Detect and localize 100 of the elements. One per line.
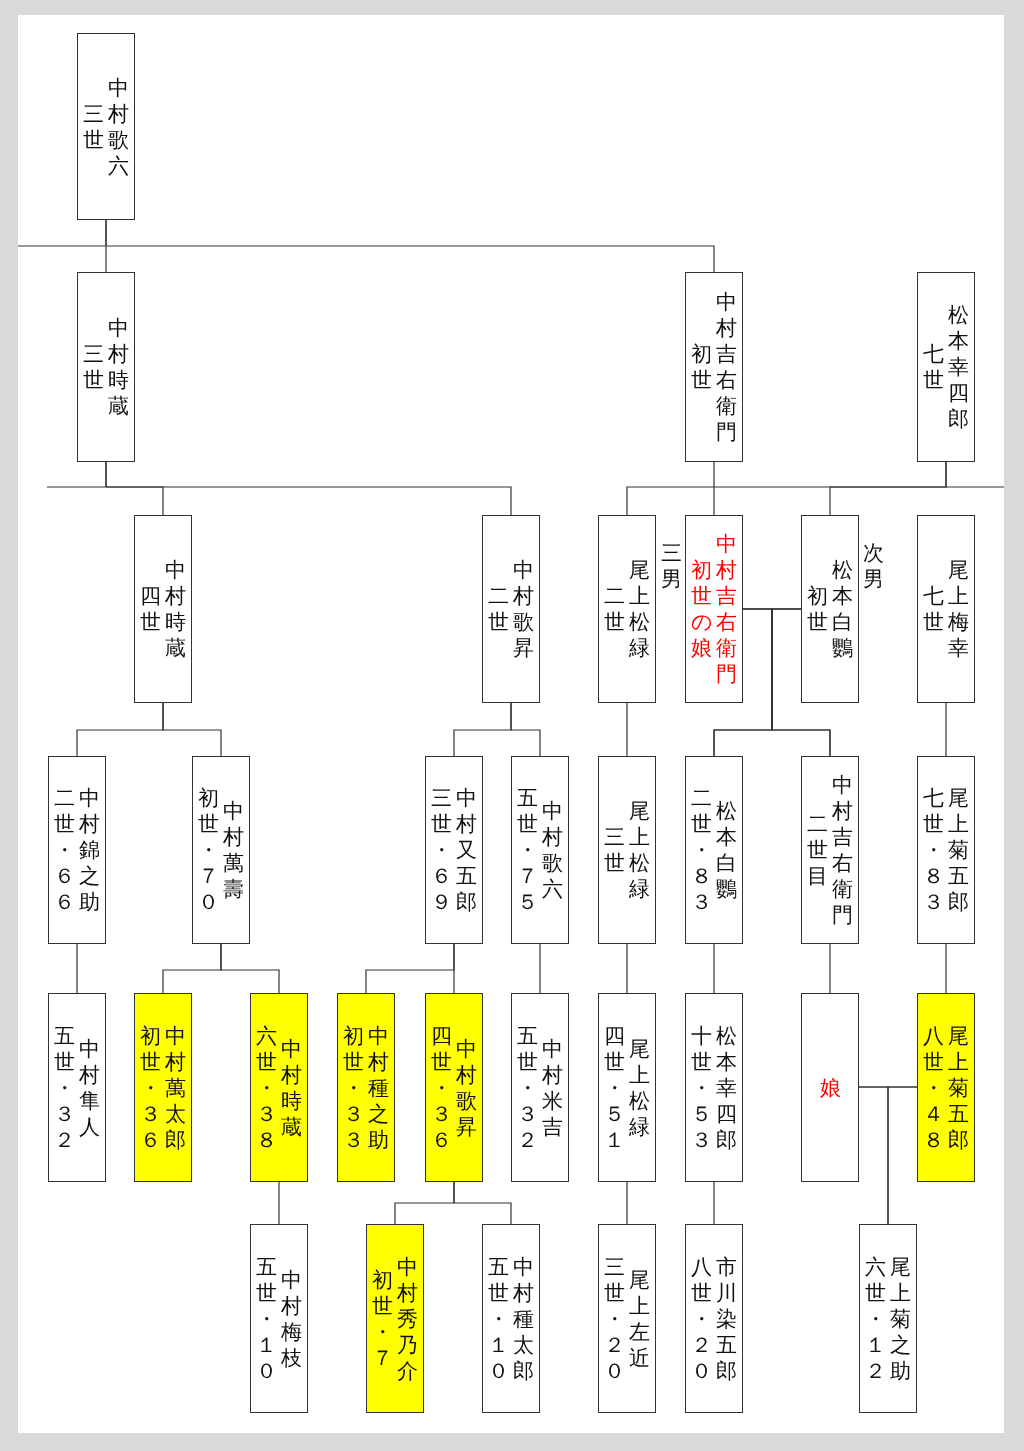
actor-name: 中村錦之助 xyxy=(78,785,101,915)
generation-label: 十世・５３ xyxy=(690,1022,713,1153)
generation-label: 六世・１２ xyxy=(864,1253,887,1384)
generation-label: 四世・３６ xyxy=(430,1022,453,1153)
generation-label: 初世・３６ xyxy=(139,1022,162,1153)
family-line xyxy=(713,943,715,994)
actor-name: 中村時蔵 xyxy=(280,1035,303,1140)
person-box xyxy=(685,515,743,703)
family-line xyxy=(626,943,628,994)
person-box xyxy=(801,993,859,1182)
generation-label: 五世・１０ xyxy=(487,1253,510,1384)
person-box xyxy=(425,993,483,1182)
generation-label: 初世 xyxy=(690,341,713,393)
actor-name: 中村吉右衛門 xyxy=(715,289,738,445)
family-line xyxy=(76,943,78,994)
person-box xyxy=(482,515,540,703)
generation-label: 七世 xyxy=(922,341,945,393)
actor-name: 中村隼人 xyxy=(78,1035,101,1140)
person-box xyxy=(917,993,975,1182)
person-box xyxy=(917,272,975,462)
person-box xyxy=(250,1224,308,1413)
actor-name: 中村時蔵 xyxy=(107,315,130,419)
generation-label: 三世 xyxy=(82,341,105,393)
person-box xyxy=(598,993,656,1182)
actor-name: 中村萬壽 xyxy=(222,798,245,902)
actor-name: 中村又五郎 xyxy=(455,785,478,915)
family-line xyxy=(626,1181,628,1225)
generation-label: 二世・６６ xyxy=(53,785,76,915)
generation-label: 八世・４８ xyxy=(922,1022,945,1153)
family-line xyxy=(105,219,715,273)
generation-label: 初世の娘 xyxy=(690,557,713,661)
actor-name: 中村種之助 xyxy=(367,1022,390,1153)
actor-name: 中村吉右衛門 xyxy=(715,531,738,687)
person-label: 娘 xyxy=(819,1074,841,1101)
generation-label: 五世・１０ xyxy=(255,1253,278,1384)
person-box xyxy=(598,1224,656,1413)
actor-name: 中村米吉 xyxy=(541,1035,564,1140)
family-line xyxy=(771,608,831,757)
actor-name: 中村歌昇 xyxy=(512,557,535,661)
family-line xyxy=(887,1086,918,1225)
person-box xyxy=(511,993,569,1182)
actor-name: 尾上菊五郎 xyxy=(947,1022,970,1153)
generation-label: 初世 xyxy=(806,583,829,635)
generation-label: 初世・３３ xyxy=(342,1022,365,1153)
generation-label: 六世・３８ xyxy=(255,1022,278,1153)
actor-name: 尾上菊之助 xyxy=(889,1253,912,1384)
person-box xyxy=(250,993,308,1182)
person-box xyxy=(134,515,192,703)
person-box xyxy=(366,1224,424,1413)
family-line xyxy=(626,702,628,757)
family-line xyxy=(713,461,715,516)
actor-name: 松本幸四郎 xyxy=(715,1022,738,1153)
actor-name: 中村吉右衛門 xyxy=(831,772,854,928)
actor-name: 中村時蔵 xyxy=(164,557,187,661)
relation-label: 三男 xyxy=(660,540,682,592)
person-box xyxy=(77,272,135,462)
person-box xyxy=(337,993,395,1182)
actor-name: 中村秀乃介 xyxy=(396,1253,419,1384)
actor-name: 松本幸四郎 xyxy=(947,302,970,432)
actor-name: 中村梅枝 xyxy=(280,1266,303,1371)
family-line xyxy=(278,1181,280,1225)
person-box xyxy=(685,993,743,1182)
actor-name: 松本白鸚 xyxy=(715,798,738,902)
relation-label: 次男 xyxy=(862,540,884,592)
person-box xyxy=(917,515,975,703)
family-line xyxy=(829,943,831,994)
person-box xyxy=(48,993,106,1182)
family-line xyxy=(539,943,541,994)
actor-name: 尾上松緑 xyxy=(628,557,651,661)
generation-label: 八世・２０ xyxy=(690,1253,713,1384)
family-line xyxy=(829,461,947,516)
family-line xyxy=(162,702,222,757)
person-box xyxy=(192,756,250,944)
family-line xyxy=(713,1181,715,1225)
generation-label: 七世 xyxy=(922,583,945,635)
actor-name: 尾上菊五郎 xyxy=(947,785,970,915)
actor-name: 尾上松緑 xyxy=(628,1035,651,1140)
person-box xyxy=(598,756,656,944)
generation-label: 二世目 xyxy=(806,811,829,889)
person-box xyxy=(77,33,135,220)
person-box xyxy=(482,1224,540,1413)
generation-label: 三世・２０ xyxy=(603,1253,626,1384)
generation-label: 三世・６９ xyxy=(430,785,453,915)
generation-label: 四世・５１ xyxy=(603,1022,626,1153)
actor-name: 松本白鸚 xyxy=(831,557,854,661)
generation-label: 四世 xyxy=(139,583,162,635)
person-box xyxy=(801,515,859,703)
actor-name: 中村萬太郎 xyxy=(164,1022,187,1153)
family-line xyxy=(453,1181,512,1225)
family-line xyxy=(220,943,280,994)
person-box xyxy=(48,756,106,944)
family-line xyxy=(453,943,455,994)
generation-label: 五世・３２ xyxy=(516,1022,539,1153)
generation-label: 初世・７０ xyxy=(197,785,220,915)
generation-label: 初世・７ xyxy=(371,1266,394,1371)
actor-name: 尾上梅幸 xyxy=(947,557,970,661)
generation-label: 二世 xyxy=(603,583,626,635)
person-box xyxy=(859,1224,917,1413)
generation-label: 五世・３２ xyxy=(53,1022,76,1153)
person-box xyxy=(801,756,859,944)
